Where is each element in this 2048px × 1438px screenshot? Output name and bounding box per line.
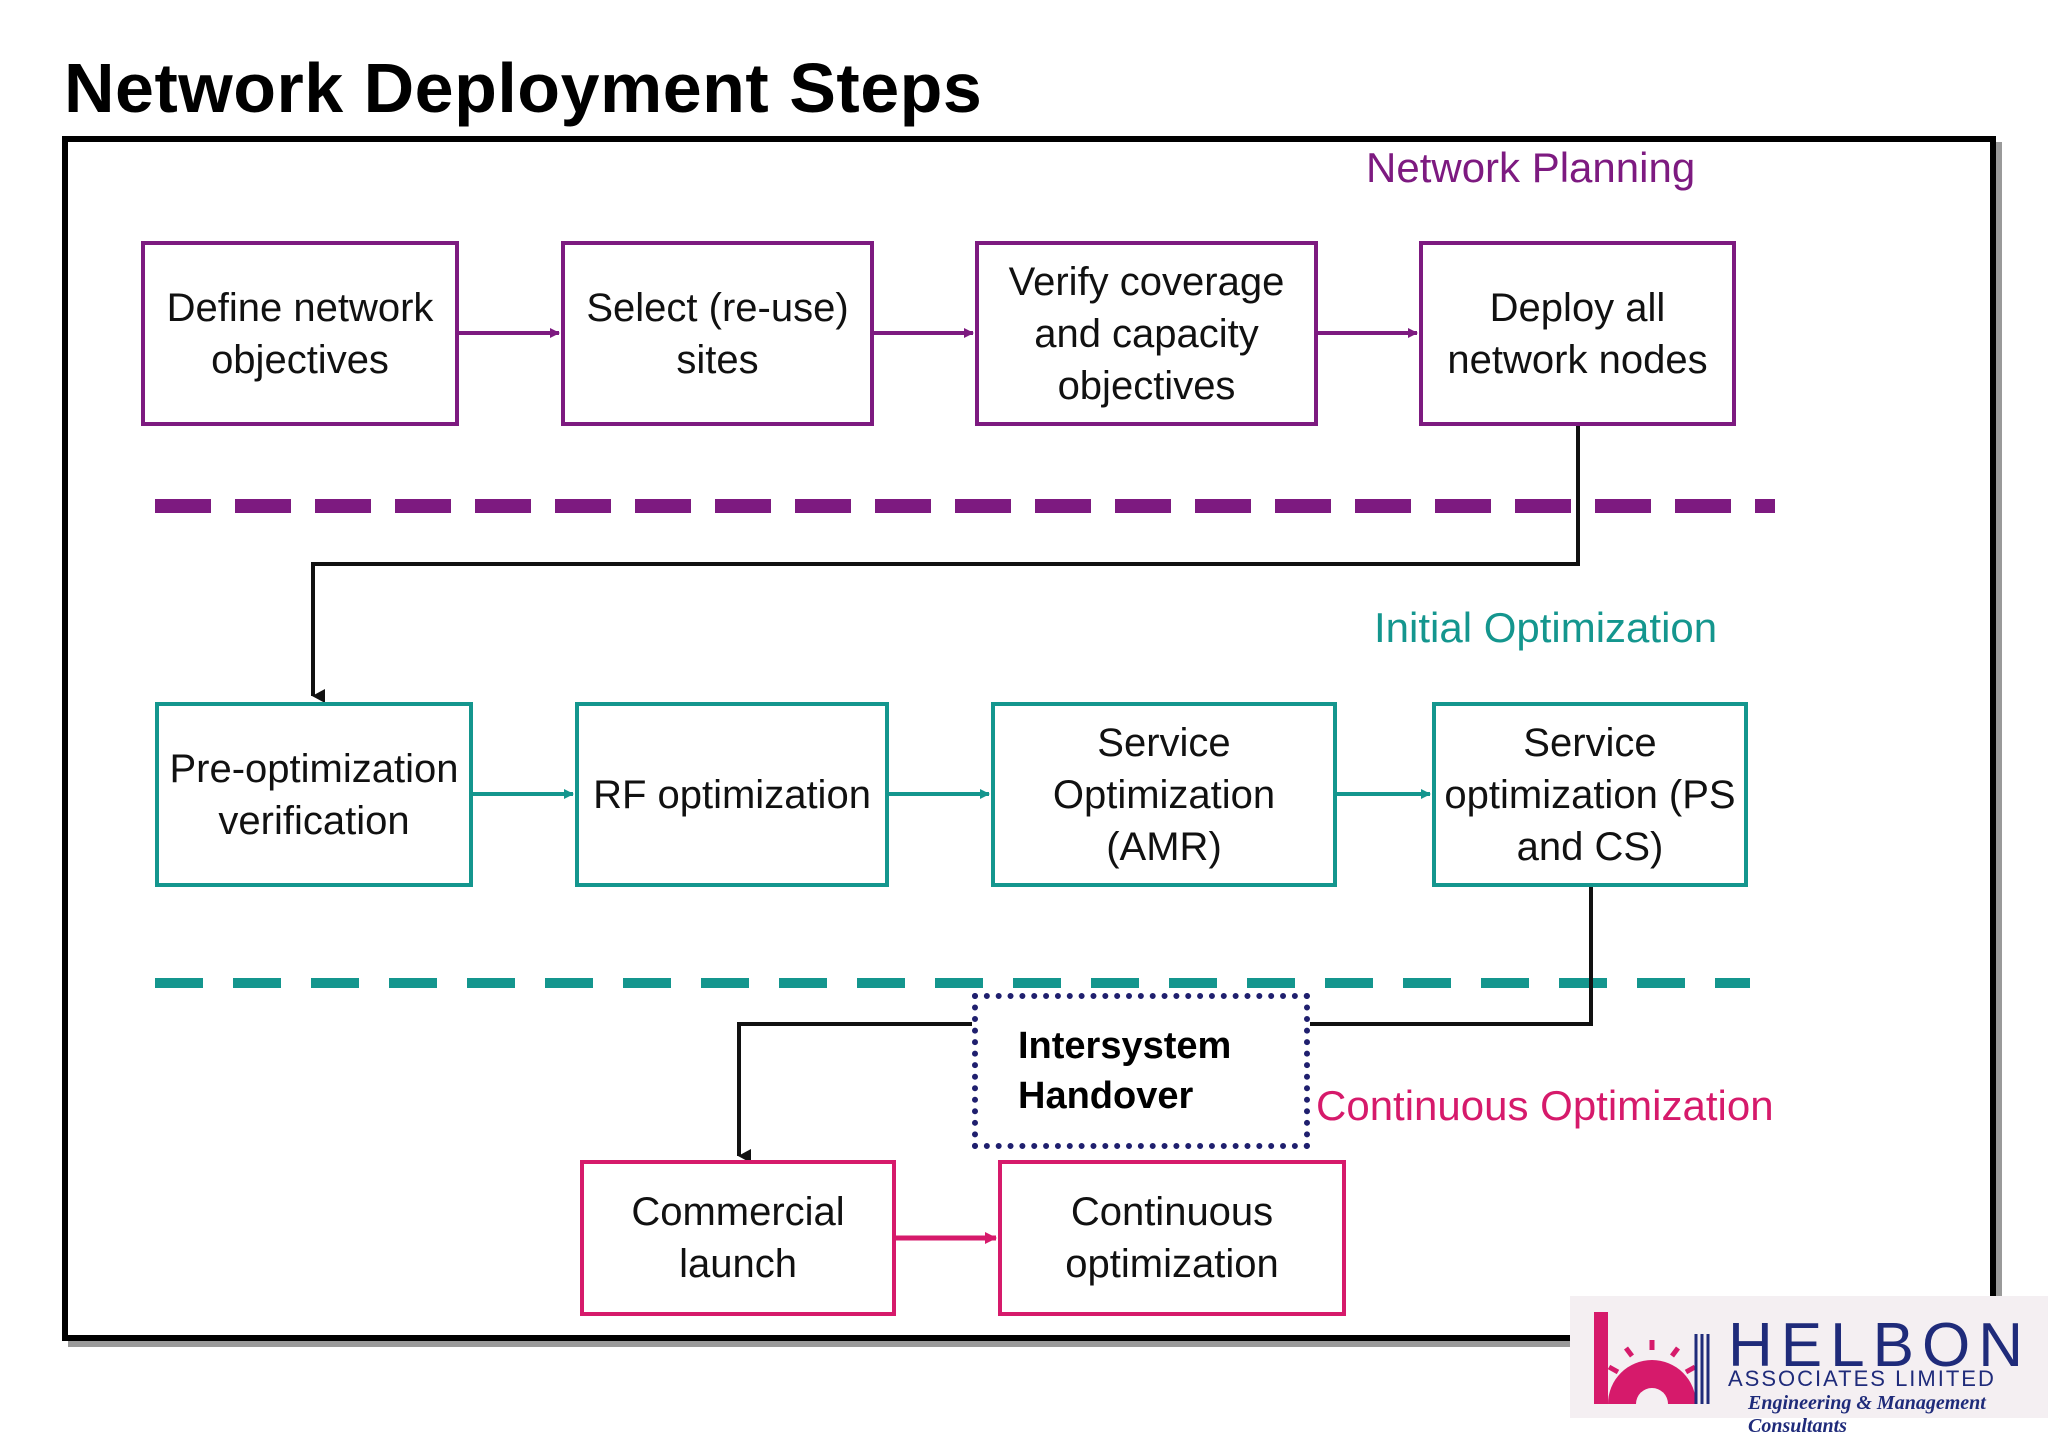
step-deploy-nodes: Deploy all network nodes: [1419, 241, 1736, 426]
step-commercial-launch: Commercial launch: [580, 1160, 896, 1316]
logo-emblem-icon: [1594, 1312, 1710, 1414]
step-select-sites: Select (re-use) sites: [561, 241, 874, 426]
step-continuous-optimization: Continuous optimization: [998, 1160, 1346, 1316]
step-define-objectives: Define network objectives: [141, 241, 459, 426]
phase-label-initial: Initial Optimization: [1374, 604, 1718, 651]
step-verify-coverage: Verify coverage and capacity objectives: [975, 241, 1318, 426]
phase-label-planning: Network Planning: [1366, 144, 1696, 191]
intersystem-handover: Intersystem Handover: [972, 993, 1310, 1149]
connector-deploy-to-preopt: [311, 426, 1580, 703]
logo-tagline: Engineering & Management Consultants: [1748, 1392, 1986, 1437]
step-service-optimization-pscs: Service optimization (PS and CS): [1432, 702, 1748, 887]
logo-name: HELBON: [1728, 1311, 2031, 1380]
step-service-optimization-amr: Service Optimization (AMR): [991, 702, 1337, 887]
logo-subtitle: ASSOCIATES LIMITED: [1728, 1366, 1996, 1391]
page-title: Network Deployment Steps: [64, 49, 983, 127]
phase-label-continuous: Continuous Optimization: [1316, 1082, 1774, 1129]
step-preopt-verification: Pre-optimization verification: [155, 702, 473, 887]
company-logo: HELBON ASSOCIATES LIMITED Engineering & …: [1570, 1296, 2048, 1437]
step-rf-optimization: RF optimization: [575, 702, 889, 887]
